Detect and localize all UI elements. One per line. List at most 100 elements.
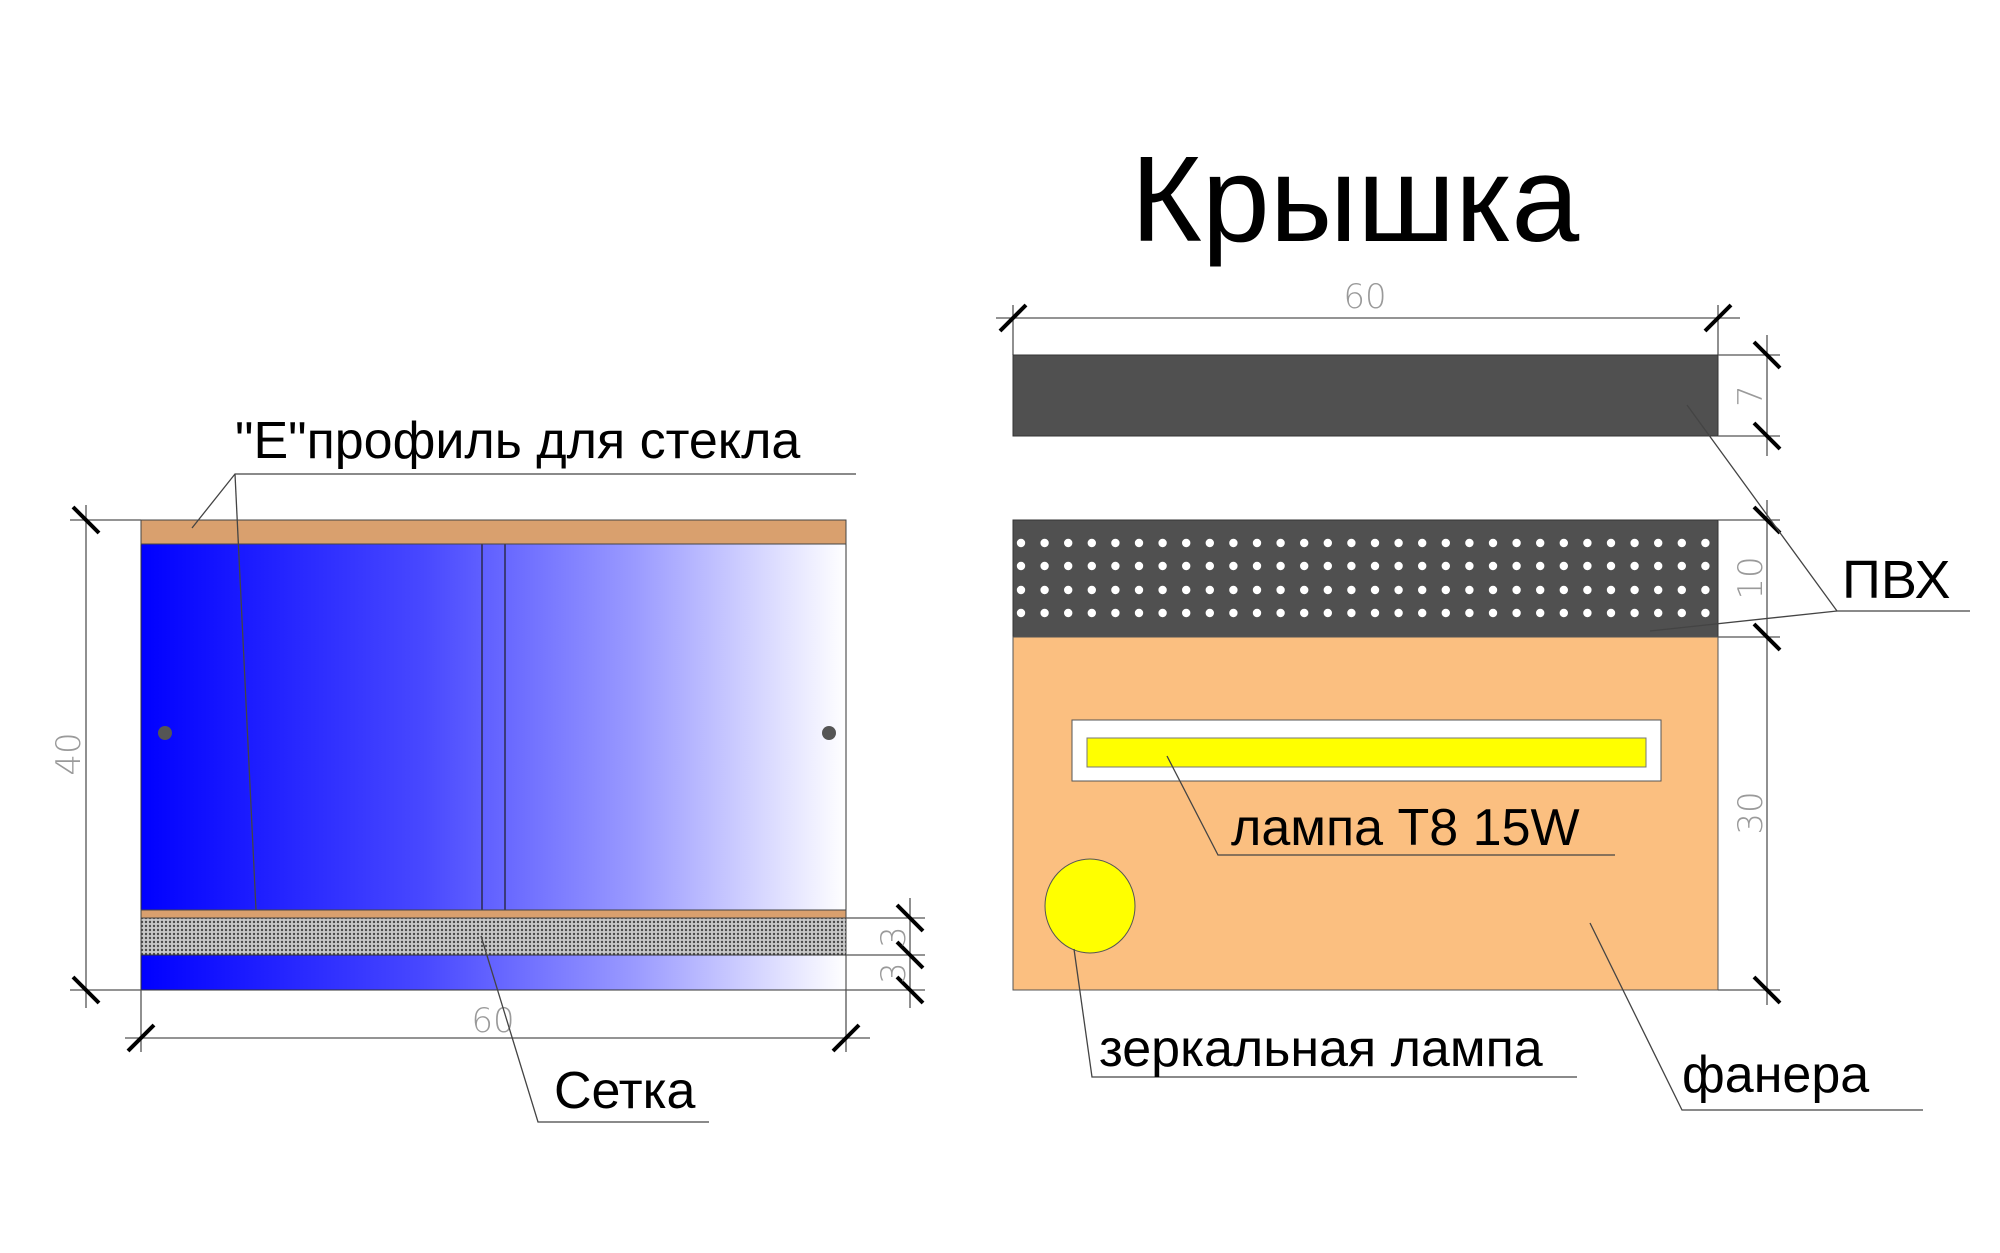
perforation-hole: [1347, 538, 1356, 548]
perforation-hole: [1559, 585, 1569, 595]
perforation-hole: [1630, 538, 1639, 548]
mirror-lamp: [1044, 858, 1136, 954]
perforation-hole: [1701, 561, 1710, 571]
perforation-hole: [1111, 585, 1120, 595]
perforation-hole: [1677, 561, 1687, 571]
pvc-label: ПВХ: [1842, 550, 1950, 610]
perforation-hole: [1465, 608, 1474, 618]
perforation-hole: [1488, 585, 1498, 595]
perforation-hole: [1488, 538, 1498, 548]
dim-mesh-text: 3: [874, 926, 914, 948]
pvc-callout: ПВХ: [1649, 404, 1970, 632]
perforation-hole: [1654, 538, 1663, 548]
perforation-hole: [1606, 538, 1616, 548]
dim-height-text: 40: [49, 732, 89, 775]
perforation-hole: [1323, 608, 1333, 618]
mesh-callout: Сетка: [480, 935, 709, 1123]
perforation-hole: [1229, 585, 1238, 595]
perforation-hole: [1630, 585, 1639, 595]
perforation-hole: [1252, 585, 1262, 595]
perforation-hole: [1276, 585, 1285, 595]
dimension-mesh: 3 3: [846, 898, 925, 1008]
perforation-hole: [1418, 561, 1427, 571]
perforation-hole: [1040, 538, 1049, 548]
perforation-hole: [1134, 538, 1144, 548]
perforation-hole: [1182, 561, 1191, 571]
perforation-hole: [1276, 608, 1285, 618]
dimension-height: 40: [49, 505, 141, 1008]
dim-bottom-text: 3: [874, 962, 914, 984]
perforation-hole: [1252, 608, 1262, 618]
perforation-hole: [1606, 608, 1616, 618]
perforation-hole: [1536, 585, 1545, 595]
perforation-hole: [1701, 585, 1710, 595]
front-view: 40 60 3 3 "Е"профиль для стекла: [49, 412, 925, 1123]
perforation-hole: [1512, 538, 1521, 548]
perforation-hole: [1158, 608, 1167, 618]
perforation-hole: [1040, 608, 1049, 618]
perforation-hole: [1040, 585, 1049, 595]
perforation-hole: [1536, 561, 1545, 571]
perforation-hole: [1512, 561, 1521, 571]
perforation-hole: [1347, 608, 1356, 618]
perforation-hole: [1134, 561, 1144, 571]
perforation-hole: [1606, 585, 1616, 595]
mirror-lamp-callout: зеркальная лампа: [1073, 948, 1577, 1078]
perforation-hole: [1111, 561, 1120, 571]
perforation-hole: [1370, 538, 1380, 548]
dim-top-panel-text: 7: [1731, 385, 1771, 407]
perforation-hole: [1559, 561, 1569, 571]
drawing-title: Крышка: [1131, 131, 1580, 267]
t8-lamp: [1086, 737, 1647, 768]
perforation-hole: [1087, 561, 1097, 571]
bottom-glass: [140, 954, 847, 991]
bottom-profile: [140, 909, 847, 919]
pvc-top-panel: [1012, 354, 1719, 437]
profile-label: "Е"профиль для стекла: [235, 412, 800, 470]
perforation-hole: [1229, 561, 1238, 571]
dim-width-text: 60: [471, 1001, 514, 1041]
perforation-hole: [1323, 561, 1333, 571]
perforation-hole: [1087, 608, 1097, 618]
perforation-hole: [1583, 585, 1592, 595]
callout-profile: "Е"профиль для стекла: [191, 412, 856, 911]
perforation-hole: [1701, 608, 1710, 618]
perforation-hole: [1583, 538, 1592, 548]
perforation-hole: [1300, 585, 1309, 595]
perforation-hole: [1205, 608, 1215, 618]
perforation-hole: [1559, 538, 1569, 548]
perforation-hole: [1677, 585, 1687, 595]
perforation-hole: [1087, 538, 1097, 548]
perforation-holes: [1016, 538, 1710, 618]
perforation-hole: [1394, 585, 1403, 595]
perforation-hole: [1441, 561, 1451, 571]
perforation-hole: [1347, 585, 1356, 595]
perforation-hole: [1347, 561, 1356, 571]
perforation-hole: [1016, 585, 1026, 595]
top-profile: [140, 519, 847, 545]
plywood-panel: [1012, 636, 1719, 991]
perforation-hole: [1418, 608, 1427, 618]
perforation-hole: [1300, 608, 1309, 618]
perforation-hole: [1654, 608, 1663, 618]
plywood-label: фанера: [1682, 1046, 1869, 1104]
perforation-hole: [1134, 608, 1144, 618]
dim-lid-width-text: 60: [1343, 277, 1386, 317]
perforation-hole: [1252, 538, 1262, 548]
perforation-hole: [1630, 561, 1639, 571]
perforation-hole: [1606, 561, 1616, 571]
perforation-hole: [1229, 608, 1238, 618]
dimension-lid-width: 60: [996, 277, 1740, 355]
perforation-hole: [1182, 538, 1191, 548]
lid-view: Крышка 60 7: [996, 131, 1970, 1111]
perforation-hole: [1229, 538, 1238, 548]
perforation-hole: [1465, 538, 1474, 548]
perforation-hole: [1252, 561, 1262, 571]
plywood-callout: фанера: [1589, 922, 1923, 1111]
perforation-hole: [1016, 561, 1026, 571]
perforation-hole: [1394, 538, 1403, 548]
perforation-hole: [1087, 585, 1097, 595]
dimension-right-stack: 7 10 30: [1718, 335, 1782, 1005]
perforation-hole: [1158, 585, 1167, 595]
lamp-callout: лампа Т8 15W: [1166, 755, 1615, 857]
